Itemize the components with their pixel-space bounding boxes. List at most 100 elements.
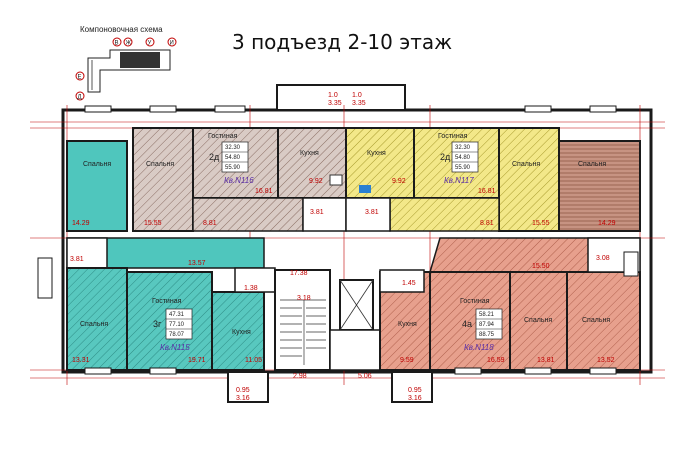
room-labels: Спальня Спальня Кухня Кухня Спальня Спал… — [80, 150, 610, 336]
svg-text:Спальня: Спальня — [578, 161, 606, 168]
room-bedroom-top-right — [558, 140, 641, 232]
svg-text:88.75: 88.75 — [479, 332, 495, 338]
svg-text:32.30: 32.30 — [225, 145, 241, 151]
axis-label-3: У — [148, 41, 152, 47]
svg-text:58.21: 58.21 — [479, 312, 495, 318]
bathroom-117 — [345, 197, 391, 232]
axis-label-6: Д — [78, 95, 82, 101]
axis-label-5: Е — [78, 75, 82, 81]
lobby — [329, 329, 381, 371]
svg-text:3г: 3г — [153, 319, 162, 329]
svg-text:16.81: 16.81 — [255, 188, 273, 195]
svg-text:9.92: 9.92 — [392, 178, 406, 185]
svg-text:77.10: 77.10 — [169, 322, 185, 328]
svg-text:32.30: 32.30 — [455, 145, 471, 151]
room-bedroom-118b — [566, 271, 641, 371]
svg-text:Гостиная: Гостиная — [152, 298, 182, 305]
bathroom-118 — [379, 269, 425, 293]
axis-label-4: И — [170, 41, 174, 47]
svg-text:9.59: 9.59 — [400, 357, 414, 364]
svg-text:1.0: 1.0 — [328, 92, 338, 99]
svg-text:2д: 2д — [209, 152, 220, 162]
apartment-number-115: Кв.N115 — [160, 343, 190, 352]
svg-text:13.31: 13.31 — [72, 357, 90, 364]
svg-text:1.38: 1.38 — [244, 285, 258, 292]
svg-text:13.81: 13.81 — [537, 357, 555, 364]
stairs — [280, 299, 326, 365]
svg-text:Гостиная: Гостиная — [438, 133, 468, 140]
svg-text:Спальня: Спальня — [80, 321, 108, 328]
svg-text:0.95: 0.95 — [408, 387, 422, 394]
svg-text:Кухня: Кухня — [300, 150, 319, 157]
svg-text:3.35: 3.35 — [352, 100, 366, 107]
apt-117-info: Гостиная 32.30 54.80 55.90 2д Кв.N117 — [438, 133, 479, 185]
svg-text:3.18: 3.18 — [297, 295, 311, 302]
layout-scheme-label: Компоновочная схема — [80, 25, 163, 34]
apt-118-info: Гостиная 58.21 87.94 88.75 4а Кв.N118 — [460, 298, 503, 352]
bathroom-116 — [302, 197, 347, 232]
svg-text:15.55: 15.55 — [144, 220, 162, 227]
apartment-number-118: Кв.N118 — [464, 343, 494, 352]
svg-text:87.94: 87.94 — [479, 322, 495, 328]
right-service-unit — [623, 251, 639, 277]
svg-text:Гостиная: Гостиная — [208, 133, 238, 140]
svg-text:5.06: 5.06 — [358, 373, 372, 380]
plumbing-icon — [359, 185, 371, 193]
room-bedroom-118a — [509, 271, 568, 371]
svg-text:14.29: 14.29 — [598, 220, 616, 227]
axis-label-1: B — [115, 41, 119, 47]
svg-text:4а: 4а — [462, 319, 472, 329]
apt-116-info: Гостиная 32.30 54.80 55.90 2д Кв.N116 — [208, 133, 254, 185]
svg-text:Гостиная: Гостиная — [460, 298, 490, 305]
balcony-bottom-right — [391, 371, 433, 403]
hall-116 — [192, 197, 304, 232]
svg-text:2.98: 2.98 — [293, 373, 307, 380]
bathroom-115 — [66, 237, 108, 269]
area-labels: 14.29 15.55 16.81 8.81 9.92 3.81 3.81 9.… — [70, 92, 616, 402]
page-title: 3 подъезд 2-10 этаж — [232, 30, 453, 54]
sink-icon — [329, 174, 343, 186]
svg-text:3.81: 3.81 — [310, 209, 324, 216]
svg-text:3.16: 3.16 — [408, 395, 422, 402]
apt-115-info: Гостиная 47.31 77.10 78.07 3г Кв.N115 — [152, 298, 193, 352]
svg-text:13.57: 13.57 — [188, 260, 206, 267]
svg-text:15.55: 15.55 — [532, 220, 550, 227]
room-kitchen-115 — [211, 291, 265, 371]
svg-text:0.95: 0.95 — [236, 387, 250, 394]
room-bedroom-117 — [498, 127, 560, 232]
svg-text:54.80: 54.80 — [225, 155, 241, 161]
windows — [84, 105, 617, 375]
svg-text:Кухня: Кухня — [398, 321, 417, 328]
room-bedroom-115 — [66, 267, 128, 371]
svg-text:11.05: 11.05 — [245, 357, 262, 364]
svg-text:1.0: 1.0 — [352, 92, 362, 99]
svg-text:2д: 2д — [440, 152, 451, 162]
svg-text:54.80: 54.80 — [455, 155, 471, 161]
svg-text:1.45: 1.45 — [402, 280, 416, 287]
svg-text:55.90: 55.90 — [455, 165, 471, 171]
svg-text:14.29: 14.29 — [72, 220, 90, 227]
apartment-number-116: Кв.N116 — [224, 176, 254, 185]
room-kitchen-116 — [277, 127, 347, 199]
svg-text:15.50: 15.50 — [532, 263, 550, 270]
svg-text:47.31: 47.31 — [169, 312, 185, 318]
layout-scheme: B Ж У И Е Д — [75, 37, 177, 101]
svg-text:3.16: 3.16 — [236, 395, 250, 402]
hall-117 — [389, 197, 500, 232]
top-balcony — [276, 84, 406, 111]
axis-label-2: Ж — [126, 41, 132, 47]
room-kitchen-117 — [345, 127, 415, 199]
apartment-number-117: Кв.N117 — [444, 176, 474, 185]
svg-text:3.08: 3.08 — [596, 255, 610, 262]
svg-text:3.81: 3.81 — [70, 256, 84, 263]
left-service-unit — [37, 257, 53, 299]
svg-text:8.81: 8.81 — [480, 220, 494, 227]
svg-text:Спальня: Спальня — [512, 161, 540, 168]
svg-text:16.81: 16.81 — [478, 188, 496, 195]
svg-text:Спальня: Спальня — [146, 161, 174, 168]
balcony-bottom-left — [227, 371, 269, 403]
svg-text:16.59: 16.59 — [487, 357, 505, 364]
svg-text:Кухня: Кухня — [367, 150, 386, 157]
svg-text:Спальня: Спальня — [83, 161, 111, 168]
